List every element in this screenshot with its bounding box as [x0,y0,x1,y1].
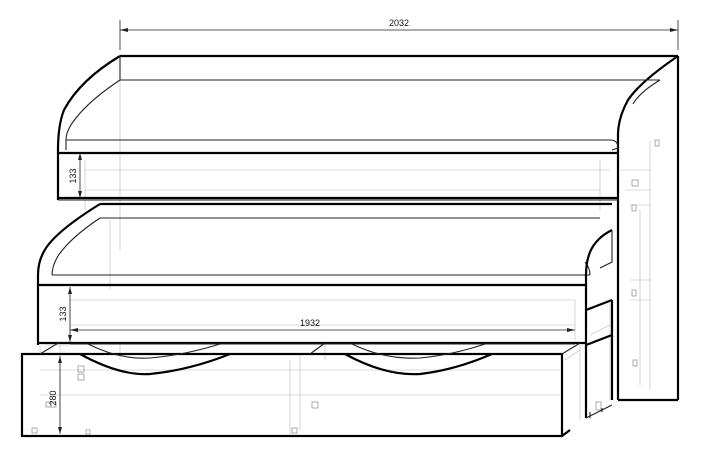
upper-bed-frame [56,54,680,402]
hardware-fittings [31,139,660,435]
drawer-height-label: 280 [48,390,58,405]
dimension-inner-length [70,328,575,332]
dimension-total-length [119,20,679,50]
construction-lines [39,56,651,436]
dimension-lower-side-height [68,287,72,342]
inner-length-label: 1932 [300,318,320,328]
total-length-label: 2032 [389,18,409,28]
lower-bed-frame [36,202,614,419]
dimension-drawer-height [58,356,62,434]
lower-side-height-label: 133 [58,306,68,321]
dimension-upper-side-height [78,153,82,198]
upper-side-height-label: 133 [68,168,78,183]
drawer [20,341,581,438]
